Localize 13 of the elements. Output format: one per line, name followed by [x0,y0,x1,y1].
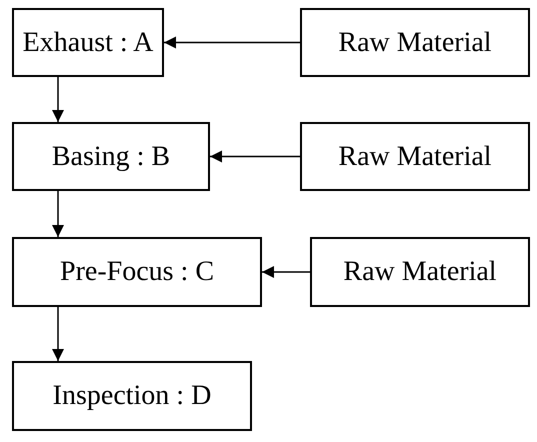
process-box: Raw Material [310,237,530,307]
arrow [210,150,300,162]
process-box: Inspection : D [12,361,252,431]
process-box: Basing : B [12,122,210,191]
arrow [262,266,310,278]
arrow [52,307,64,361]
arrow [164,36,300,48]
process-box: Exhaust : A [12,8,164,77]
arrow [52,77,64,122]
process-box: Raw Material [300,8,530,77]
arrow [52,191,64,237]
process-box: Pre-Focus : C [12,237,262,307]
process-box: Raw Material [300,122,530,191]
